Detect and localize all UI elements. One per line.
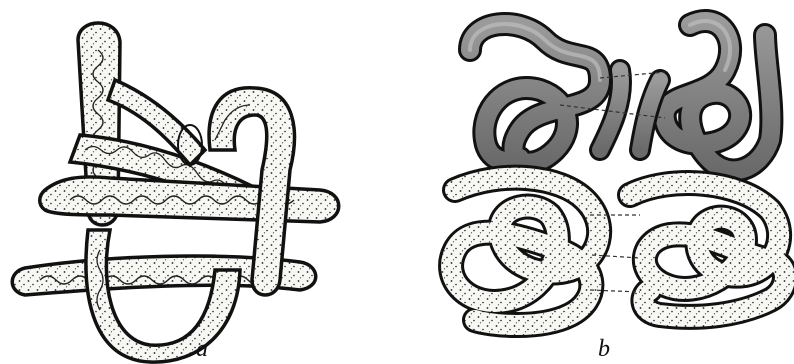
dark-domain-left <box>470 24 621 163</box>
panel-b-domains <box>451 21 785 325</box>
stippled-domain-right <box>630 183 785 317</box>
chain-a-segment-middle <box>40 177 339 222</box>
panel-b-label: b <box>598 336 610 362</box>
panel-a-label: a <box>196 336 208 362</box>
dark-domain-right <box>640 21 771 170</box>
chain-a-segment-lower-loop <box>86 230 240 362</box>
stippled-domain-left <box>451 178 599 325</box>
panel-a-single-chain <box>12 23 339 362</box>
